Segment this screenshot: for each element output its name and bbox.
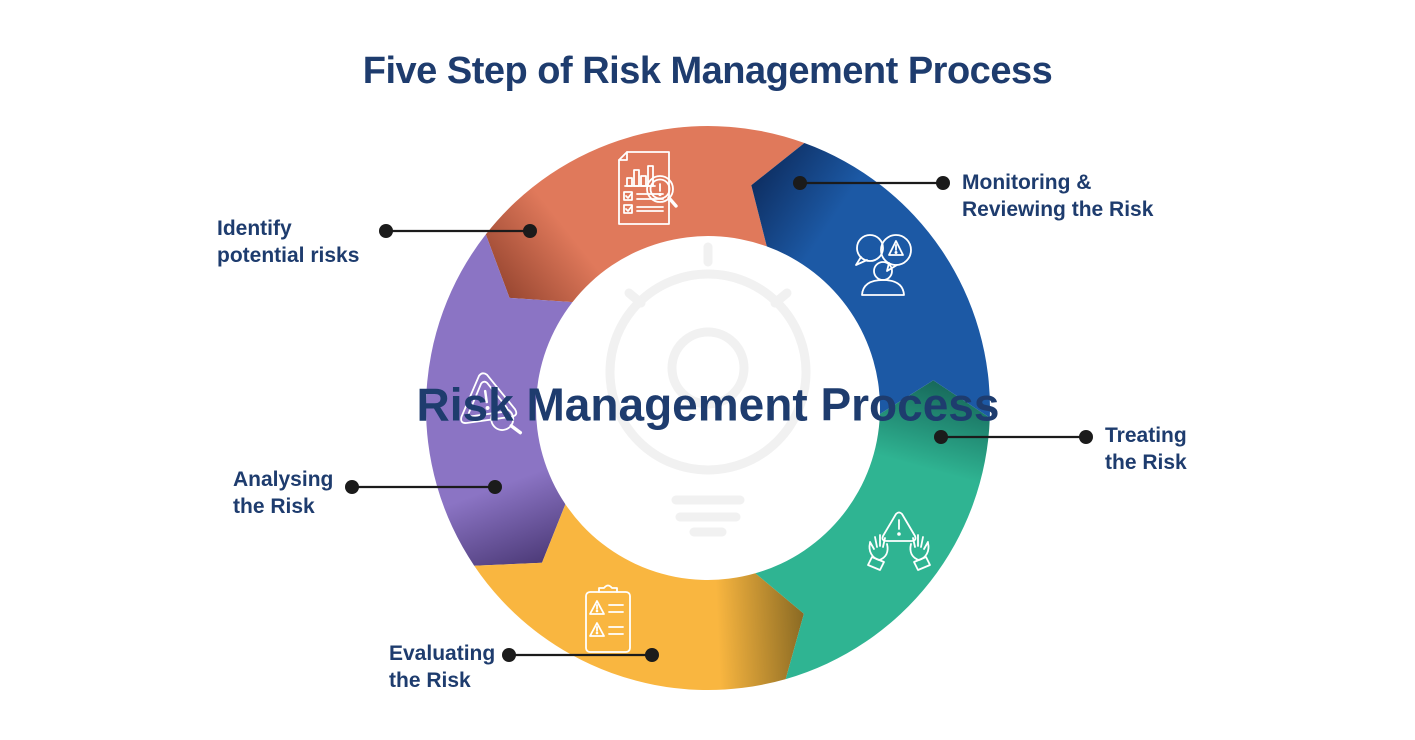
label-analysing-the-risk: Analysing the Risk <box>233 466 333 520</box>
connector-dot <box>934 430 948 444</box>
warning-triangle-magnifier-icon <box>460 372 523 435</box>
person-alert-icon <box>855 234 912 296</box>
connector-dot <box>1079 430 1093 444</box>
connector-dot <box>379 224 393 238</box>
label-evaluating-the-risk: Evaluating the Risk <box>389 640 495 694</box>
label-monitoring-reviewing-the-risk: Monitoring & Reviewing the Risk <box>962 169 1153 223</box>
center-line-2: Management <box>526 378 808 431</box>
connector-evaluating <box>502 648 659 662</box>
label-treating-the-risk: Treating the Risk <box>1105 422 1187 476</box>
label-line: Monitoring & <box>962 171 1092 194</box>
center-line-3: Process <box>820 378 1000 431</box>
label-line: the Risk <box>1105 451 1187 474</box>
connector-monitoring <box>793 176 950 190</box>
label-line: Treating <box>1105 424 1187 447</box>
connector-dot <box>645 648 659 662</box>
connector-dot <box>793 176 807 190</box>
segment-analysing <box>426 234 573 566</box>
label-line: the Risk <box>233 495 315 518</box>
segment-evaluating <box>474 504 804 691</box>
connector-identify <box>379 224 537 238</box>
connector-analysing <box>345 480 502 494</box>
label-line: the Risk <box>389 669 471 692</box>
center-label: Risk Management Process <box>416 378 1000 431</box>
connector-dot <box>345 480 359 494</box>
connector-treating <box>934 430 1093 444</box>
label-line: Identify <box>217 217 292 240</box>
segment-identify <box>485 126 805 303</box>
hands-warning-icon <box>867 511 931 571</box>
connector-dot <box>936 176 950 190</box>
connector-dot <box>488 480 502 494</box>
connector-dot <box>523 224 537 238</box>
label-identify-potential-risks: Identify potential risks <box>217 215 359 269</box>
page-title: Five Step of Risk Management Process <box>362 50 1053 92</box>
clipboard-warning-icon <box>585 584 631 653</box>
center-line-1: Risk <box>416 378 514 431</box>
label-line: Evaluating <box>389 642 496 665</box>
segment-monitoring <box>751 143 990 418</box>
lightbulb-watermark <box>605 242 811 537</box>
report-magnifier-icon <box>618 151 678 225</box>
label-line: potential risks <box>217 244 360 267</box>
connector-dot <box>502 648 516 662</box>
label-line: Analysing <box>233 468 334 491</box>
segment-treating <box>755 380 990 680</box>
label-line: Reviewing the Risk <box>962 198 1154 221</box>
